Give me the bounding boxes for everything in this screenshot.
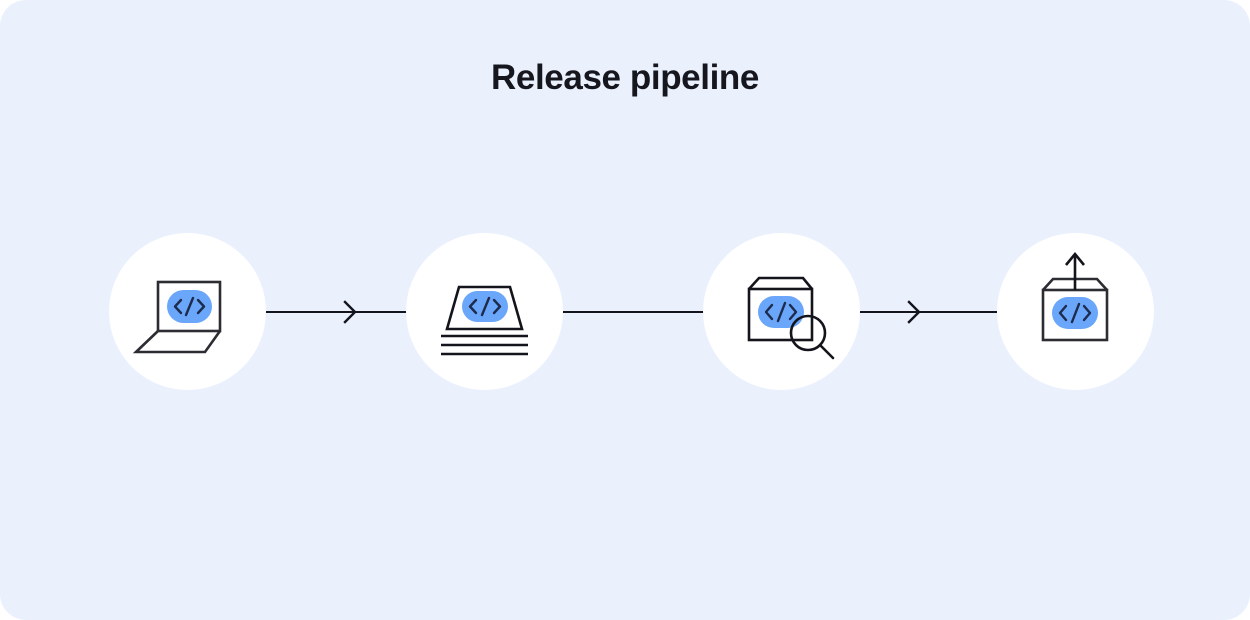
pipeline-stage-production[interactable]: Production xyxy=(997,233,1154,390)
page-title: Release pipeline xyxy=(491,58,759,97)
arrow-line-icon xyxy=(265,300,410,324)
server-stack-code-icon xyxy=(441,285,528,356)
connector-3 xyxy=(859,296,997,328)
package-upload-code-icon xyxy=(1041,251,1109,342)
laptop-code-icon xyxy=(132,280,222,354)
connector-2 xyxy=(562,296,707,328)
pipeline-stage-local-development[interactable]: Local development xyxy=(109,233,266,390)
connector-1 xyxy=(265,296,410,328)
package-magnifier-code-icon xyxy=(747,276,835,360)
plain-line-icon xyxy=(562,311,707,313)
pipeline-stage-test[interactable]: Test xyxy=(703,233,860,390)
arrow-line-icon xyxy=(859,300,997,324)
pipeline-stage-development[interactable]: Development xyxy=(406,233,563,390)
